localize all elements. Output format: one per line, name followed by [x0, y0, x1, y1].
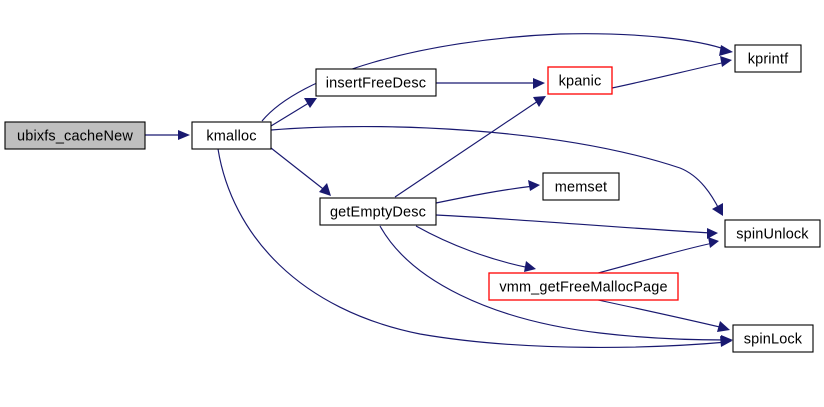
node-kprintf[interactable]: kprintf	[734, 44, 802, 73]
node-label: kprintf	[748, 51, 789, 67]
arrowhead-icon	[712, 203, 723, 216]
arrowhead-icon	[721, 335, 733, 346]
edge-line	[435, 185, 535, 204]
node-box[interactable]	[734, 44, 802, 73]
node-box[interactable]	[542, 172, 620, 201]
node-box[interactable]	[724, 219, 821, 248]
edge-line	[261, 33, 728, 122]
edge-line	[597, 299, 725, 329]
node-label: spinLock	[744, 331, 803, 347]
node-box[interactable]	[488, 272, 679, 301]
edge-line	[394, 98, 542, 198]
edge-line	[217, 148, 728, 348]
node-box[interactable]	[732, 324, 814, 353]
node-box[interactable]	[315, 68, 437, 97]
nodes-layer: ubixfs_cacheNew kmalloc insertFreeDesc getE…	[4, 44, 821, 353]
node-label: memset	[555, 179, 607, 195]
node-kmalloc[interactable]: kmalloc	[191, 121, 272, 150]
edge-line	[597, 242, 714, 274]
arrowhead-icon	[708, 237, 719, 248]
arrowhead-icon	[319, 183, 331, 196]
node-label: spinUnlock	[736, 226, 809, 242]
edge-ubixfs_cacheNew-to-kmalloc	[145, 130, 190, 140]
node-memset[interactable]: memset	[542, 172, 620, 201]
node-label: getEmptyDesc	[330, 204, 426, 220]
arrowhead-icon	[533, 78, 545, 89]
arrowhead-icon	[719, 45, 733, 56]
edge-line	[270, 100, 313, 127]
edges-layer	[145, 33, 733, 348]
arrowhead-icon	[304, 98, 317, 108]
arrowhead-icon	[528, 180, 540, 191]
arrowhead-icon	[707, 228, 718, 239]
edge-vmm_getFreeMallocPage-to-spinLock	[597, 299, 730, 332]
edge-kmalloc-to-insertFreeDesc	[270, 98, 317, 127]
node-label: insertFreeDesc	[326, 75, 426, 91]
edge-kmalloc-to-kprintf	[261, 33, 733, 122]
edge-line	[379, 225, 728, 341]
node-getEmptyDesc[interactable]: getEmptyDesc	[319, 197, 437, 226]
edge-getEmptyDesc-to-vmm_getFreeMallocPage	[415, 225, 536, 272]
edge-kmalloc-to-spinUnlock	[270, 125, 723, 216]
node-ubixfs_cacheNew[interactable]: ubixfs_cacheNew	[4, 121, 146, 150]
edge-kpanic-to-kprintf	[611, 56, 732, 89]
node-kpanic[interactable]: kpanic	[547, 66, 613, 95]
node-spinLock[interactable]: spinLock	[732, 324, 814, 353]
node-label: kmalloc	[206, 128, 256, 144]
node-box[interactable]	[547, 66, 613, 95]
arrowhead-icon	[524, 261, 536, 272]
node-label: vmm_getFreeMallocPage	[499, 279, 667, 295]
edge-getEmptyDesc-to-spinLock	[379, 225, 733, 346]
node-label: kpanic	[559, 73, 602, 89]
edge-line	[270, 125, 721, 212]
edge-line	[611, 61, 727, 89]
edge-line	[435, 214, 713, 234]
edge-getEmptyDesc-to-kpanic	[394, 96, 546, 198]
node-insertFreeDesc[interactable]: insertFreeDesc	[315, 68, 437, 97]
arrowhead-icon	[533, 96, 546, 107]
arrowhead-icon	[178, 130, 190, 140]
edge-kmalloc-to-spinLock	[217, 148, 732, 348]
edge-line	[270, 147, 328, 193]
arrowhead-icon	[717, 321, 730, 332]
edge-getEmptyDesc-to-memset	[435, 180, 540, 204]
node-vmm_getFreeMallocPage[interactable]: vmm_getFreeMallocPage	[488, 272, 679, 301]
edge-insertFreeDesc-to-kpanic	[436, 78, 545, 89]
node-box[interactable]	[191, 121, 272, 150]
edge-kmalloc-to-getEmptyDesc	[270, 147, 331, 196]
arrowhead-icon	[720, 56, 732, 67]
node-label: ubixfs_cacheNew	[17, 128, 133, 144]
edge-line	[415, 225, 531, 269]
node-box[interactable]	[319, 197, 437, 226]
edge-getEmptyDesc-to-spinUnlock	[435, 214, 718, 239]
node-spinUnlock[interactable]: spinUnlock	[724, 219, 821, 248]
node-box[interactable]	[4, 121, 146, 150]
edge-vmm_getFreeMallocPage-to-spinUnlock	[597, 237, 719, 274]
